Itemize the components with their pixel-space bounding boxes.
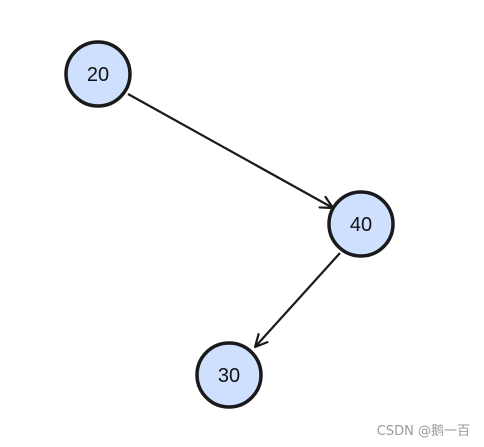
- node-20-label: 20: [87, 64, 109, 86]
- node-30: 30: [195, 341, 263, 409]
- node-20-circle: [64, 40, 132, 108]
- node-30-label: 30: [218, 365, 240, 387]
- node-30-circle: [195, 341, 263, 409]
- node-40-circle: [327, 190, 395, 258]
- node-40: 40: [327, 190, 395, 258]
- edge-20-to-40: [127, 93, 333, 208]
- node-40-label: 40: [350, 214, 372, 236]
- watermark: CSDN @鹅一百: [376, 424, 470, 439]
- edge-40-to-30: [255, 252, 341, 347]
- node-20: 20: [64, 40, 132, 108]
